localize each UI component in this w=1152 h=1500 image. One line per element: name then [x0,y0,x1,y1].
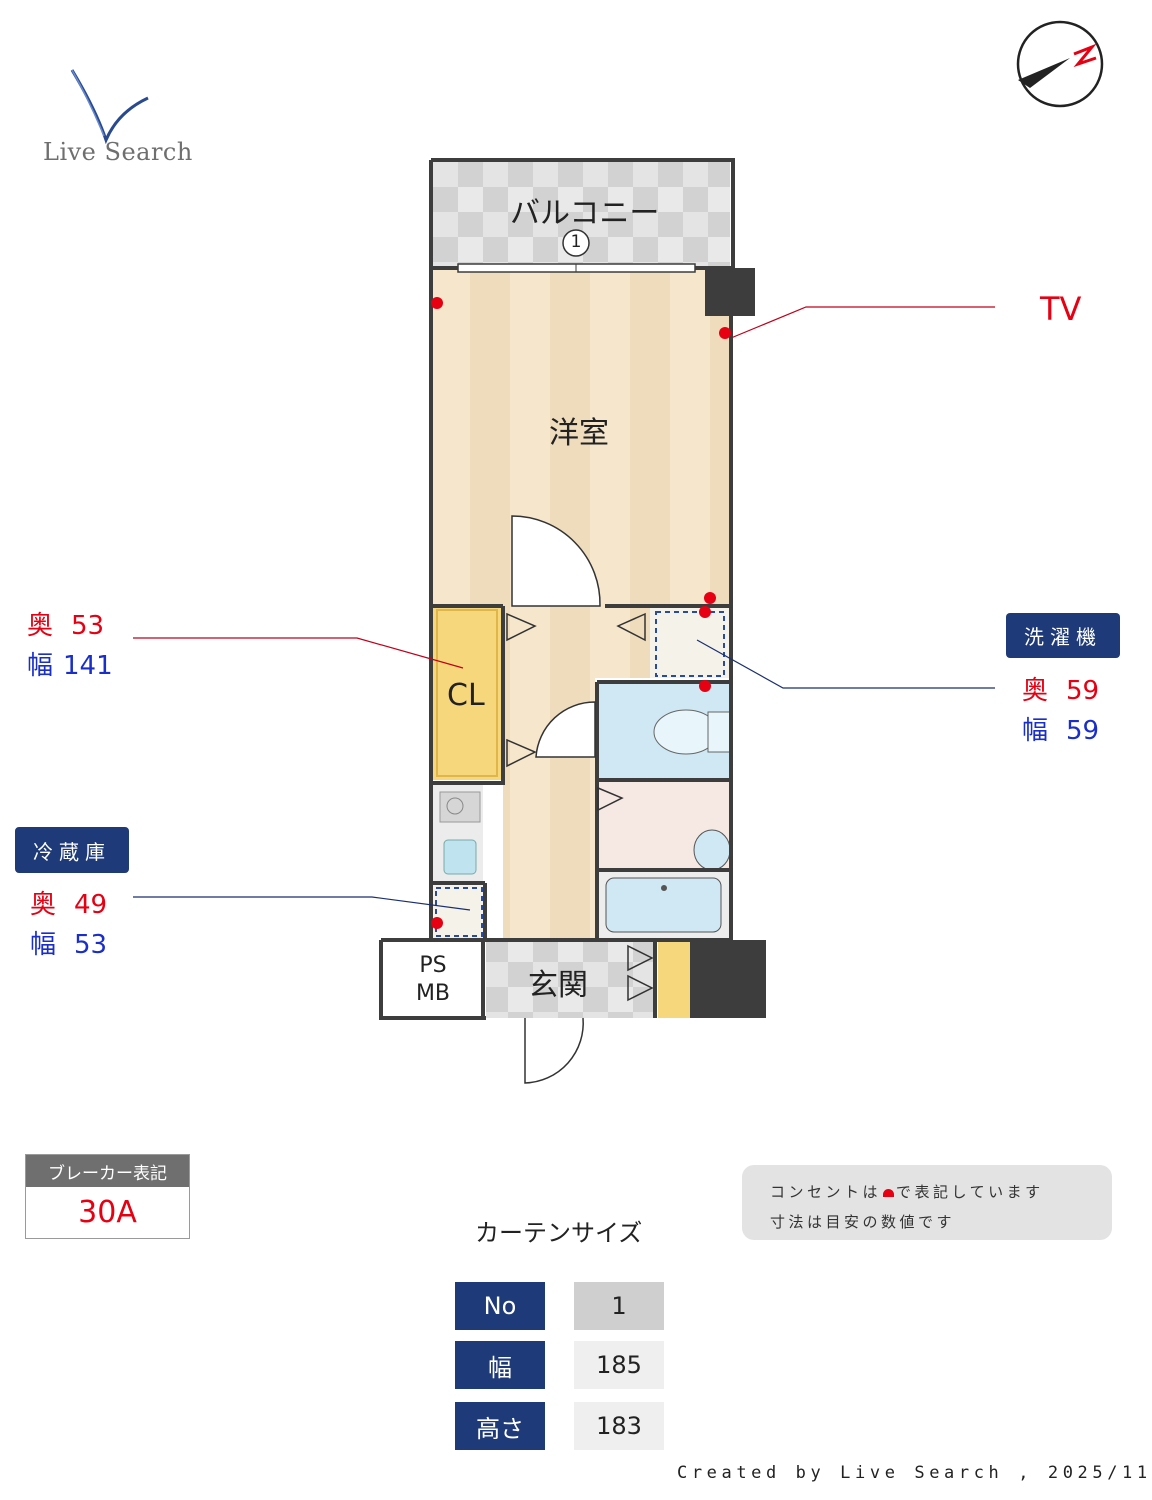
curtain-header-no: No [455,1282,545,1330]
washer-space [650,606,730,678]
fridge-tag: 冷蔵庫 [15,827,129,873]
leader-lines [133,306,995,911]
balcony-marker: 1 [570,232,582,252]
outlet-icon [431,297,443,309]
outlet-icon [699,606,711,618]
curtain-header-height: 高さ [455,1402,545,1450]
pillar [690,940,766,1018]
curtain-header-width: 幅 [455,1341,545,1389]
credit-line: Created by Live Search , 2025/11 [677,1463,1152,1483]
pillar [705,268,755,316]
outlet-markers [431,297,731,929]
outlet-icon [699,680,711,692]
washer-tag: 洗濯機 [1006,613,1120,658]
ps-mb-label: PS MB [415,953,451,1006]
closet-floor [433,606,501,780]
doors [506,515,654,1084]
balcony-marker-circle [562,229,590,257]
outlet-icon [704,592,716,604]
curtain-value-width: 185 [574,1341,664,1389]
compass-icon [1016,20,1104,108]
curtain-title: カーテンサイズ [475,1219,643,1247]
curtain-value-height: 183 [574,1402,664,1450]
logo-mark [70,69,149,145]
floor-plan [70,20,1104,1319]
breaker-value: 30A [78,1195,137,1230]
ps-mb-box [383,940,483,1016]
breaker-box: ブレーカー表記 30A [25,1154,190,1239]
outlet-icon [883,1188,895,1197]
corridor-floor [503,606,595,940]
balcony-label: バルコニー [510,196,660,231]
breaker-title: ブレーカー表記 [26,1155,189,1187]
western-room-label: 洋室 [549,416,609,451]
entrance-label: 玄関 [528,968,588,1003]
legend-note: コンセントはで表記しています 寸法は目安の数値です [742,1165,1112,1240]
walls [379,158,735,1020]
outlet-icon [719,327,731,339]
closet-label: CL [447,678,485,713]
tv-label: TV [1040,290,1082,328]
outlet-icon [431,917,443,929]
fridge-space [433,884,483,938]
logo-text: Live Search [43,138,193,166]
curtain-value-no: 1 [574,1282,664,1330]
